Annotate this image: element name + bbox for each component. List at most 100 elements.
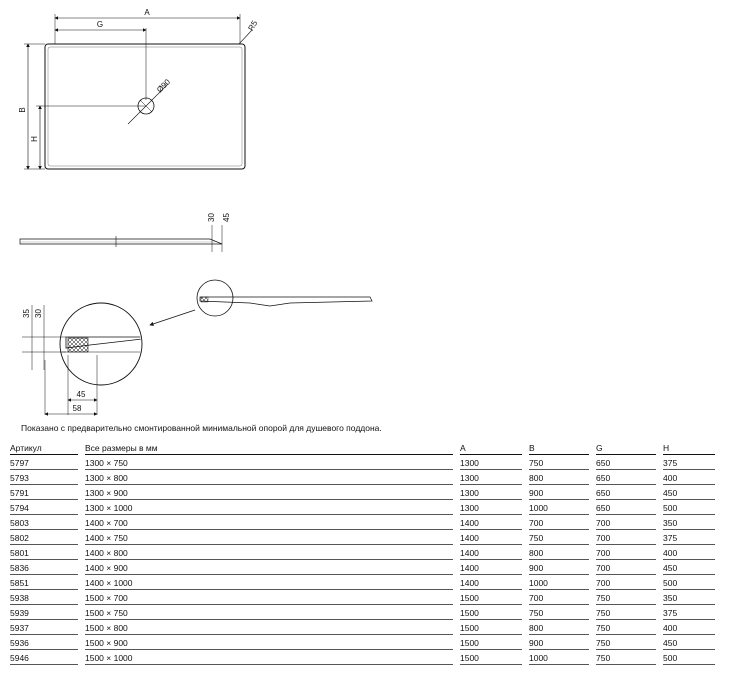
dim-drain-label: Ø90 [155,77,172,94]
technical-drawing: A G R5 B H Ø90 30 45 [18,8,373,416]
table-cell: 5939 [10,608,78,620]
header-b: B [529,443,589,455]
table-header-row: Артикул Все размеры в мм A B G H [10,440,740,455]
table-cell: 350 [663,518,715,530]
table-cell: 1500 [460,653,522,665]
table-cell: 5794 [10,503,78,515]
table-cell: 700 [529,593,589,605]
table-cell: 1400 × 750 [85,533,453,545]
table-cell: 5851 [10,578,78,590]
dimensions-table: Артикул Все размеры в мм A B G H 5797 130… [10,440,740,665]
table-cell: 450 [663,488,715,500]
table-cell: 5797 [10,458,78,470]
drain-circle [137,97,155,115]
table-cell: 1300 × 750 [85,458,453,470]
table-cell: 750 [596,638,656,650]
table-cell: 1400 [460,578,522,590]
table-cell: 400 [663,623,715,635]
dim-r5-label: R5 [246,18,259,32]
table-cell: 700 [596,533,656,545]
table-cell: 1500 × 700 [85,593,453,605]
table-cell: 350 [663,593,715,605]
header-g: G [596,443,656,455]
table-cell: 1400 [460,563,522,575]
table-cell: 5936 [10,638,78,650]
table-cell: 650 [596,473,656,485]
table-cell: 700 [596,563,656,575]
table-cell: 5937 [10,623,78,635]
caption: Показано с предварительно смонтированной… [21,423,382,433]
table-cell: 700 [529,518,589,530]
table-cell: 450 [663,638,715,650]
header-article: Артикул [10,443,78,455]
table-cell: 450 [663,563,715,575]
table-cell: 650 [596,458,656,470]
table-cell: 1300 × 900 [85,488,453,500]
table-cell: 5793 [10,473,78,485]
table-cell: 1500 [460,593,522,605]
table-cell: 1000 [529,653,589,665]
header-a: A [460,443,522,455]
dim-h-label: H [30,136,39,142]
table-cell: 500 [663,503,715,515]
cross-section [149,279,373,326]
dim-a-label: A [144,8,150,17]
table-cell: 5802 [10,533,78,545]
table-cell: 1400 [460,548,522,560]
table-cell: 1400 × 700 [85,518,453,530]
plan-view: A G R5 B H Ø90 [18,8,260,170]
table-cell: 750 [529,608,589,620]
table-cell: 400 [663,473,715,485]
table-cell: 800 [529,548,589,560]
table-cell: 750 [596,653,656,665]
table-cell: 700 [596,578,656,590]
table-cell: 1500 [460,608,522,620]
table-cell: 1300 [460,473,522,485]
table-cell: 1000 [529,503,589,515]
table-cell: 400 [663,548,715,560]
table-cell: 900 [529,563,589,575]
table-cell: 750 [596,593,656,605]
table-cell: 900 [529,488,589,500]
detail-dim-35: 35 [22,309,31,318]
table-cell: 375 [663,533,715,545]
detail-marker-circle [196,279,234,317]
table-cell: 500 [663,653,715,665]
detail-dim-30: 30 [34,309,43,318]
table-cell: 1300 [460,458,522,470]
table-cell: 5801 [10,548,78,560]
tray-outline [44,43,246,170]
profile-dim-45: 45 [222,213,231,222]
table-cell: 5836 [10,563,78,575]
table-cell: 1500 × 750 [85,608,453,620]
table-cell: 1300 [460,488,522,500]
table-cell: 800 [529,473,589,485]
profile-dim-30: 30 [207,213,216,222]
detail-view: 35 30 45 58 [22,302,143,416]
table-cell: 1400 × 800 [85,548,453,560]
table-cell: 750 [596,608,656,620]
dim-b-label: B [18,107,27,112]
table-cell: 1500 × 1000 [85,653,453,665]
table-cell: 1400 [460,533,522,545]
table-cell: 375 [663,458,715,470]
table-cell: 5791 [10,488,78,500]
table-cell: 500 [663,578,715,590]
header-size: Все размеры в мм [85,443,453,455]
table-cell: 800 [529,623,589,635]
table-cell: 1300 × 800 [85,473,453,485]
table-cell: 900 [529,638,589,650]
table-cell: 1500 [460,623,522,635]
table-cell: 1300 [460,503,522,515]
table-cell: 700 [596,518,656,530]
